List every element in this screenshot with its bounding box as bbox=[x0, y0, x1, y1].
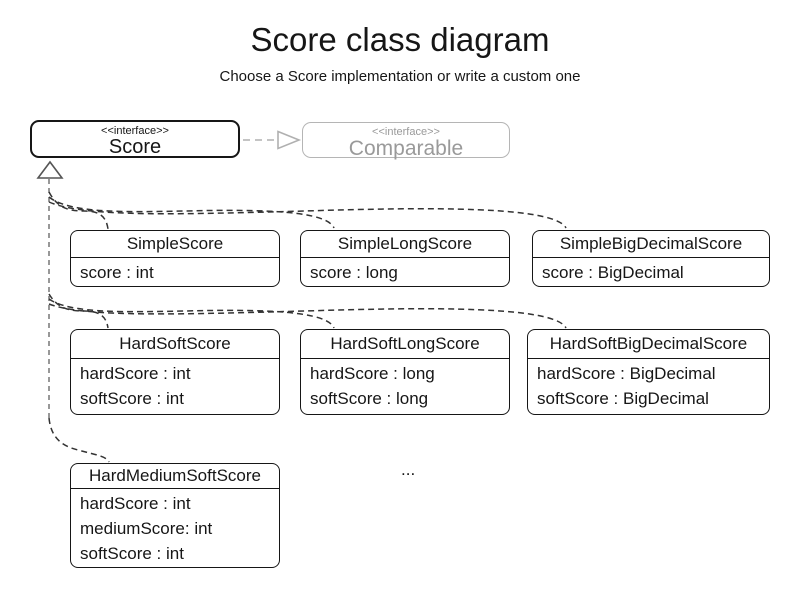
class-attribute: hardScore : int bbox=[80, 364, 191, 383]
connector-hardmediumsoftscore bbox=[48, 417, 110, 463]
interface-name: Score bbox=[108, 136, 162, 158]
class-title: HardSoftScore bbox=[71, 330, 279, 359]
connector-hardsoftbigdecimalscore bbox=[48, 303, 567, 329]
class-title: SimpleBigDecimalScore bbox=[533, 231, 769, 258]
class-attribute: hardScore : long bbox=[310, 364, 435, 383]
stereotype-label: <<interface>> bbox=[372, 126, 440, 138]
page-subtitle: Choose a Score implementation or write a… bbox=[219, 68, 581, 85]
class-attribute: softScore : BigDecimal bbox=[537, 389, 709, 408]
interface-name: Comparable bbox=[348, 137, 464, 160]
class-simplescore: SimpleScore score : int bbox=[70, 230, 280, 287]
interface-score: <<interface>> Score bbox=[30, 120, 240, 158]
class-title: HardMediumSoftScore bbox=[71, 464, 279, 489]
class-title: SimpleLongScore bbox=[301, 231, 509, 258]
class-attribute: score : int bbox=[80, 263, 154, 282]
class-attribute: hardScore : int bbox=[80, 494, 191, 513]
class-simplebigdecimalscore: SimpleBigDecimalScore score : BigDecimal bbox=[532, 230, 770, 287]
class-title: HardSoftLongScore bbox=[301, 330, 509, 359]
more-implementations-ellipsis: ... bbox=[401, 460, 416, 479]
class-hardmediumsoftscore: HardMediumSoftScore hardScore : int medi… bbox=[70, 463, 280, 568]
class-hardsoftlongscore: HardSoftLongScore hardScore : long softS… bbox=[300, 329, 510, 415]
connector-simplebigdecimalscore bbox=[48, 201, 567, 229]
stereotype-label: <<interface>> bbox=[101, 125, 169, 137]
connector-hardsoftlongscore bbox=[48, 298, 335, 329]
class-simplelongscore: SimpleLongScore score : long bbox=[300, 230, 510, 287]
class-attribute: score : BigDecimal bbox=[542, 263, 684, 282]
class-title: HardSoftBigDecimalScore bbox=[528, 330, 769, 359]
class-hardsoftbigdecimalscore: HardSoftBigDecimalScore hardScore : BigD… bbox=[527, 329, 770, 415]
class-attribute: score : long bbox=[310, 263, 398, 282]
class-attribute: softScore : long bbox=[310, 389, 429, 408]
connector-simplelongscore bbox=[48, 196, 335, 229]
connector-simplescore bbox=[48, 191, 109, 230]
class-attribute: hardScore : BigDecimal bbox=[537, 364, 716, 383]
class-attribute: softScore : int bbox=[80, 389, 184, 408]
class-hardsoftscore: HardSoftScore hardScore : int softScore … bbox=[70, 329, 280, 415]
realization-arrowhead-icon bbox=[36, 160, 64, 179]
page-title: Score class diagram bbox=[250, 21, 550, 58]
hollow-triangle-arrowhead-icon bbox=[277, 130, 302, 150]
class-title: SimpleScore bbox=[71, 231, 279, 258]
interface-comparable: <<interface>> Comparable bbox=[302, 122, 510, 160]
class-attribute: mediumScore: int bbox=[80, 519, 213, 538]
class-attribute: softScore : int bbox=[80, 544, 184, 563]
